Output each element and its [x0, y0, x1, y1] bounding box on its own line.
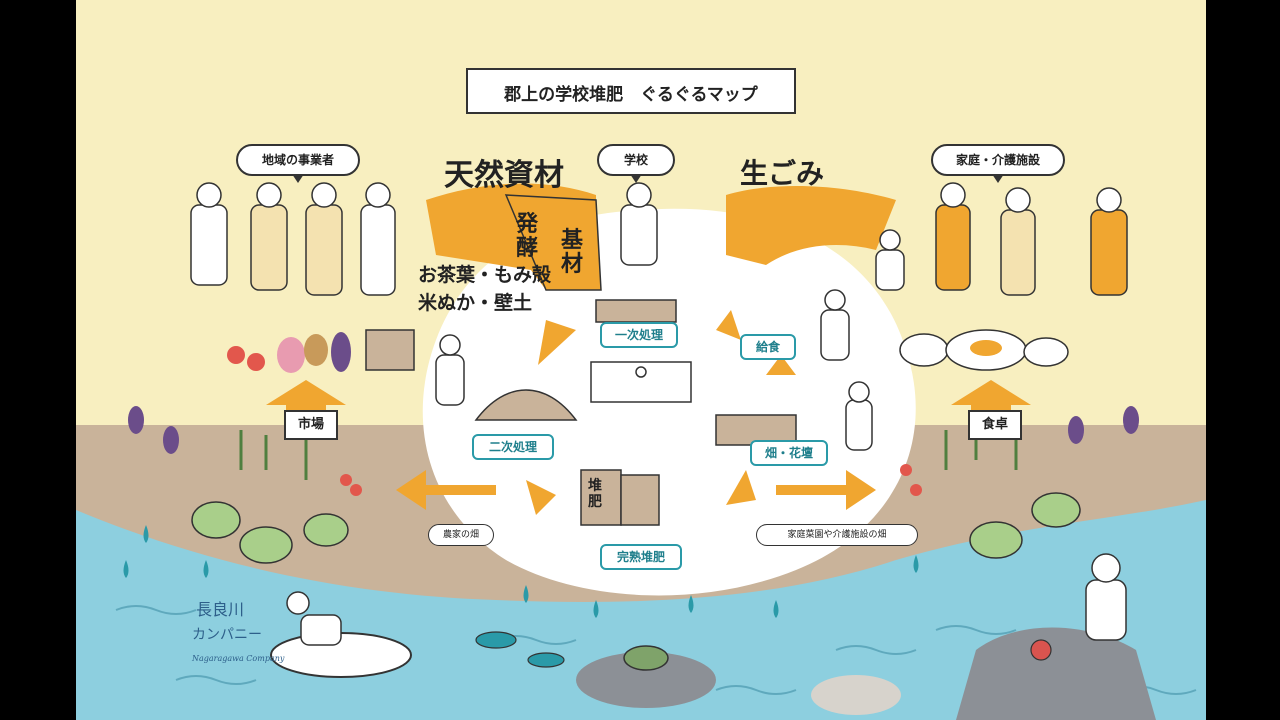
base-material-label: 基材: [561, 227, 584, 277]
stage-secondary: 二次処理: [472, 434, 554, 460]
stage-lunch: 給食: [740, 334, 796, 360]
compost-bag-label: 堆肥: [588, 478, 602, 510]
farm-tag: 農家の畑: [428, 524, 494, 546]
page-title: 郡上の学校堆肥 ぐるぐるマップ: [504, 85, 758, 105]
vegetable-field-left: [128, 406, 362, 564]
stage-finished: 完熟堆肥: [600, 544, 682, 570]
fish-1: [475, 631, 517, 649]
market-produce: [227, 329, 415, 373]
table-arrow: [951, 380, 1031, 418]
table-label: 食卓: [968, 410, 1022, 440]
bubble-home: 家庭・介護施設: [931, 144, 1065, 183]
natural-material-label: 天然資材: [444, 158, 564, 193]
ferment-label: 発酵: [516, 211, 539, 261]
bubble-business: 地域の事業者: [236, 144, 360, 183]
market-arrow: [266, 380, 346, 418]
ferment-banner: [504, 194, 602, 291]
processing-box: [595, 299, 677, 323]
school-building: [590, 361, 692, 403]
rock-right: [956, 627, 1156, 720]
cycle-arrows: [396, 310, 876, 515]
food-waste-label: 生ごみ: [740, 157, 825, 190]
food-waste-banner: [726, 185, 896, 265]
people: [190, 182, 1128, 646]
crab: [1030, 639, 1052, 661]
raindrops: [123, 525, 919, 618]
fish-2: [527, 652, 565, 668]
compost-bag-1: [580, 469, 622, 526]
garden-tag: 家庭菜園や介護施設の畑: [756, 524, 918, 546]
table-food: [899, 329, 1069, 371]
frog: [623, 645, 669, 671]
logo-line3: Nagaragawa Company: [192, 654, 285, 663]
logo-line2: カンパニー: [192, 627, 262, 643]
compost-cycle-map: 郡上の学校堆肥 ぐるぐるマップ 地域の事業者 学校 家庭・介護施設 天然資材 発…: [76, 0, 1206, 720]
compost-pile: [474, 389, 578, 421]
title-box: 郡上の学校堆肥 ぐるぐるマップ: [466, 68, 796, 114]
compost-bag-2: [620, 474, 660, 526]
material-list-line1: お茶葉・もみ殻: [418, 264, 552, 286]
stage-primary: 一次処理: [600, 322, 678, 348]
bubble-school: 学校: [597, 144, 675, 183]
rock-left: [576, 652, 716, 708]
material-list-line2: 米ぬか・壁土: [418, 292, 533, 314]
vegetable-field-right: [900, 406, 1139, 559]
logo-line1: 長良川: [196, 600, 245, 619]
rock-middle: [811, 675, 901, 715]
stage-field: 畑・花壇: [750, 440, 828, 466]
market-label: 市場: [284, 410, 338, 440]
